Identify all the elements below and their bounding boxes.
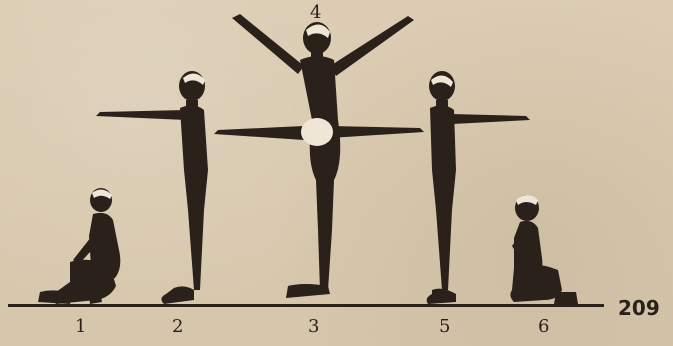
figure-label-4: 4 [310,2,321,23]
figure-6-squat [510,195,578,304]
page-number: 209 [618,296,660,320]
figure-label-3: 3 [308,316,319,337]
figure-label-2: 2 [172,316,183,337]
figure-3-4-arms-raised [214,14,424,298]
figure-label-5: 5 [439,316,450,337]
ground-line [8,304,604,307]
figure-label-6: 6 [538,316,549,337]
figure-label-1: 1 [75,316,86,337]
figure-1-squat [38,188,120,304]
